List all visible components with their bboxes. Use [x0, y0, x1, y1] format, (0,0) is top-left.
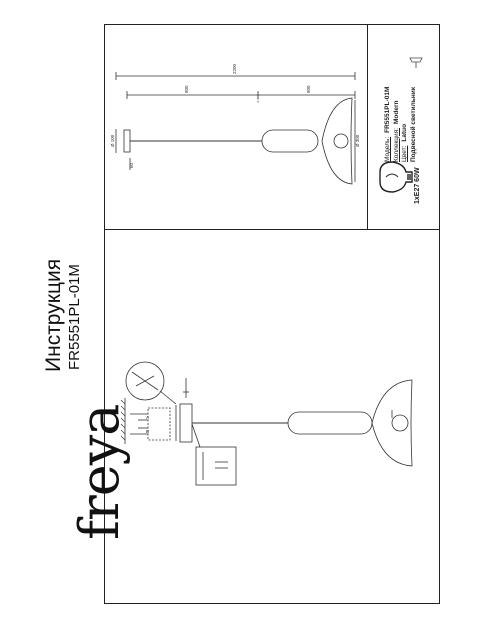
dim-overall: 2200: [232, 63, 237, 74]
tech-drawing: [115, 72, 356, 185]
assembly-shade: [371, 379, 413, 467]
bulb-icon: [379, 161, 413, 193]
glass-tube: [261, 129, 319, 153]
frame-divider-vertical: [367, 24, 368, 229]
dim-canopy: Ø 100: [110, 134, 115, 147]
assembly-glass-tube: [287, 411, 373, 435]
dim-depth: 60: [129, 162, 134, 168]
detail-wires: [131, 371, 159, 391]
canopy: [123, 129, 131, 153]
callout-leader: [191, 423, 201, 448]
assembly-labels: A B: [146, 415, 149, 434]
detail-leader: [159, 390, 177, 405]
assembly-drawing: [120, 361, 413, 486]
dim-segment-b: 800: [306, 85, 311, 93]
detail-callout-box: [195, 446, 237, 486]
assembly-label-b: B: [146, 429, 149, 434]
frame-divider-horizontal: [104, 229, 440, 230]
assembly-canopy: [179, 403, 193, 443]
assembly-label-a: A: [146, 415, 149, 420]
dim-segment-a: 800: [184, 85, 189, 93]
lamp-bulb: [333, 133, 349, 149]
pendant-glyph-icon: [409, 57, 423, 68]
dimension-labels: 2200 800 800 Ø 100 Ø 300 60: [110, 63, 360, 168]
mounting-bracket: [147, 407, 171, 441]
assembly-bulb: [391, 414, 409, 432]
detail-zoom-circle: [125, 361, 165, 401]
dim-shade: Ø 300: [355, 134, 360, 147]
lamp-shade: [321, 97, 353, 185]
page-frame: [104, 24, 440, 604]
ceiling-hatch: [120, 399, 126, 441]
